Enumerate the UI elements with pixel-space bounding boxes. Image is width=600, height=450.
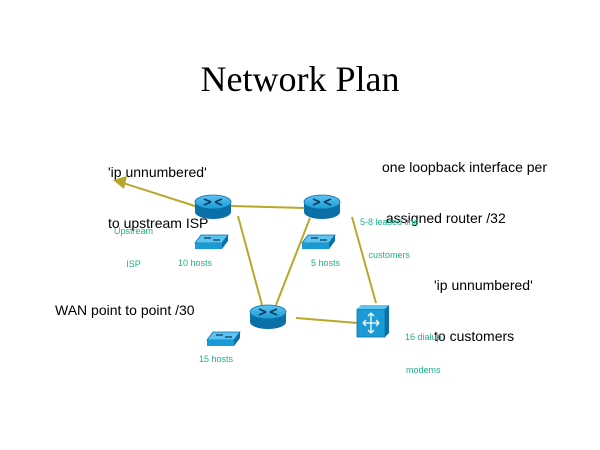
- label-line: Upstream: [114, 226, 154, 236]
- router-icon[interactable]: [194, 194, 232, 219]
- switch-icon[interactable]: [194, 234, 229, 249]
- router-icon[interactable]: [249, 304, 287, 329]
- label-5-hosts: 5 hosts: [311, 258, 341, 268]
- label-upstream-isp: Upstream ISP: [114, 204, 153, 281]
- link-router1-router3: [237, 215, 263, 306]
- switch-icon[interactable]: [301, 234, 336, 249]
- switch-icon[interactable]: [206, 331, 241, 346]
- note-line: to customers: [434, 328, 515, 344]
- label-line: customers: [368, 250, 411, 260]
- router-icon[interactable]: [303, 194, 341, 219]
- label-line: 16 dialup: [405, 332, 442, 342]
- note-ip-unnumbered-upstream: 'ip unnumbered' to upstream ISP: [108, 130, 208, 249]
- label-15-hosts: 15 hosts: [199, 354, 234, 364]
- label-line: modems: [406, 365, 441, 375]
- page-title: Network Plan: [200, 59, 400, 99]
- label-10-hosts: 10 hosts: [178, 258, 213, 268]
- access-server-icon[interactable]: [356, 305, 389, 338]
- arrow-upstream-icon: [113, 176, 127, 189]
- note-wan: WAN point to point /30: [55, 302, 195, 318]
- label-dialup-modems: 16 dialup modems: [405, 310, 442, 387]
- note-line: 'ip unnumbered': [108, 164, 207, 180]
- note-loopback: one loopback interface per assigned rout…: [382, 125, 547, 244]
- note-line: one loopback interface per: [382, 159, 547, 175]
- label-leased-line: 5-8 leased line customers: [360, 195, 419, 272]
- label-line: ISP: [126, 259, 141, 269]
- links: [119, 181, 377, 324]
- link-router1-router2: [229, 205, 306, 209]
- link-router3-modems: [295, 317, 359, 324]
- note-ip-unnumbered-customers: 'ip unnumbered' to customers: [434, 243, 533, 362]
- note-line: assigned router /32: [382, 210, 506, 226]
- note-line: 'ip unnumbered': [434, 277, 533, 293]
- link-router2-router3: [275, 217, 311, 306]
- note-line: to upstream ISP: [108, 215, 209, 231]
- link-router2-modems: [351, 216, 377, 304]
- label-line: 5-8 leased line: [360, 217, 419, 227]
- link-upstream: [119, 181, 199, 208]
